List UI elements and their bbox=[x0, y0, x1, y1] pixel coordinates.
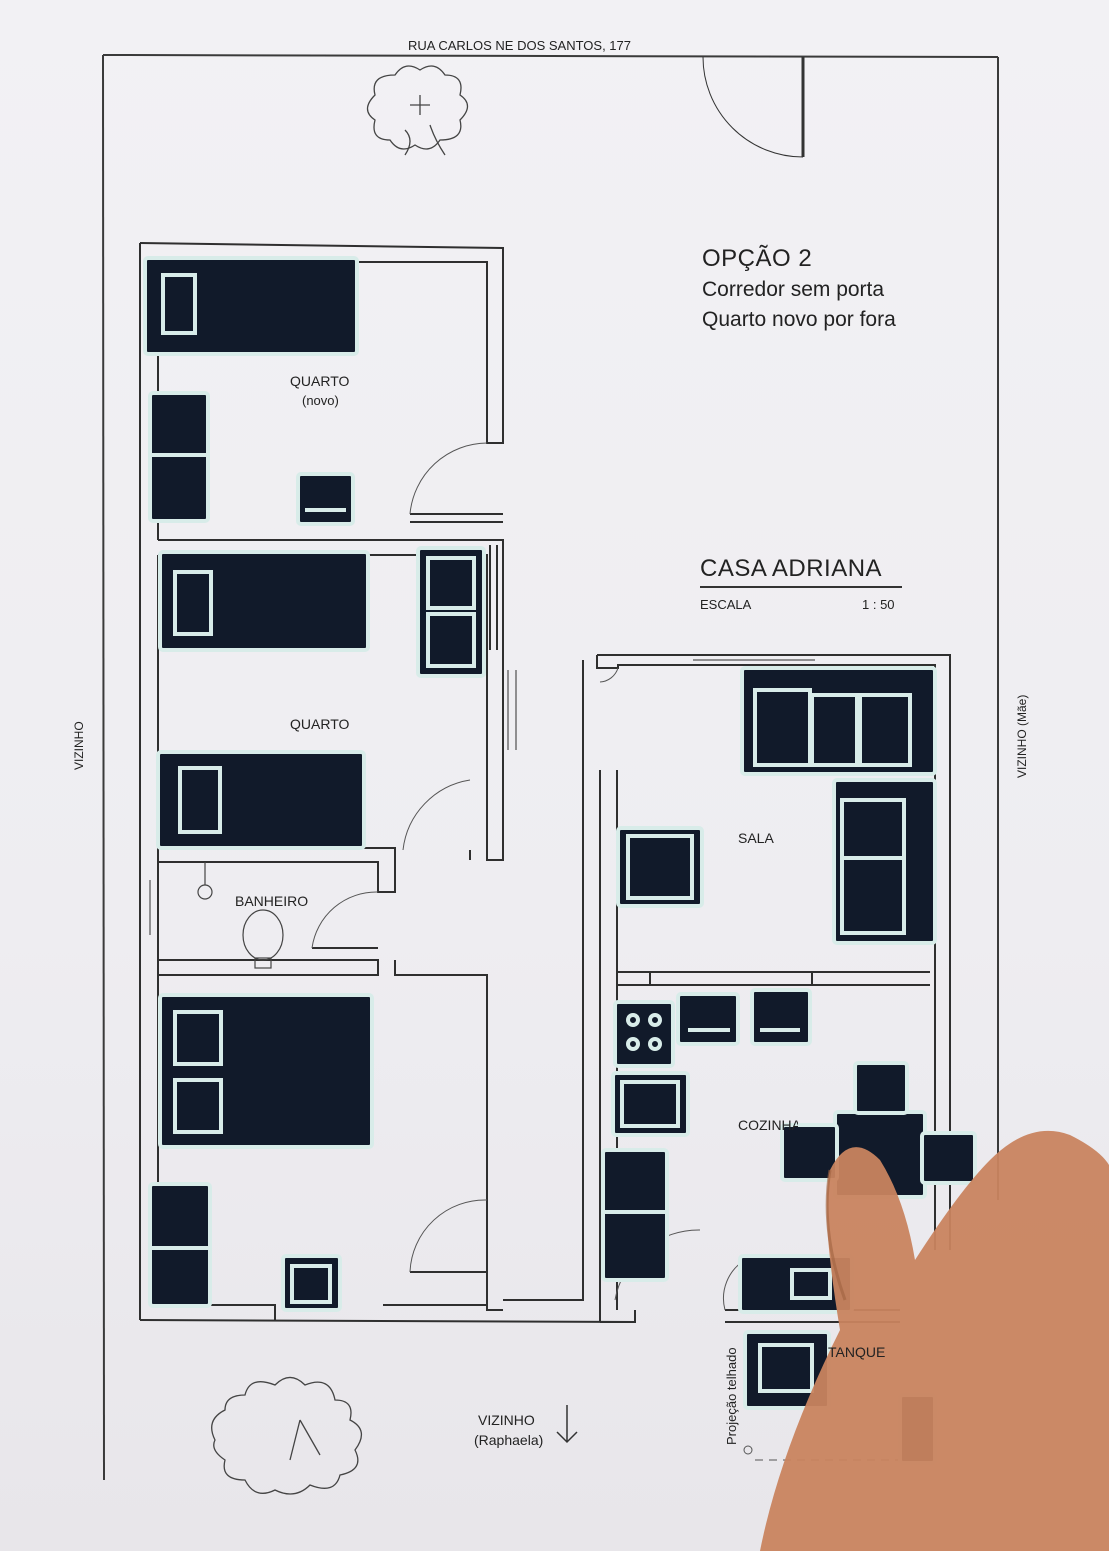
neighbor-bottom-detail: (Raphaela) bbox=[474, 1432, 544, 1448]
scale-value: 1 : 50 bbox=[862, 597, 895, 612]
kitchen-cabinet-2 bbox=[750, 988, 812, 1046]
stove bbox=[613, 1000, 675, 1068]
room-label-tanque: TANQUE bbox=[828, 1344, 886, 1360]
down-arrow-icon bbox=[556, 1405, 578, 1444]
bed-quarto-bottom bbox=[156, 750, 366, 850]
kitchen-cabinet-1 bbox=[676, 992, 740, 1046]
neighbor-bottom-name: VIZINHO bbox=[478, 1412, 535, 1428]
option-line-2: Quarto novo por fora bbox=[702, 308, 896, 331]
bed-new-room bbox=[143, 256, 359, 356]
room-label-cozinha: COZINHA bbox=[738, 1117, 798, 1133]
street-address: RUA CARLOS NE DOS SANTOS, 177 bbox=[408, 38, 631, 53]
armchair bbox=[616, 826, 704, 908]
front-gate bbox=[702, 56, 805, 158]
hand-photo-overlay bbox=[760, 1130, 1109, 1551]
room-label-sala: SALA bbox=[738, 830, 774, 846]
room-label-quarto-novo: QUARTO bbox=[290, 373, 350, 389]
cupboard bbox=[601, 1148, 669, 1282]
neighbor-left: VIZINHO bbox=[72, 721, 86, 770]
roof-projection-label: Projeção telhado bbox=[724, 1347, 739, 1445]
project-name: CASA ADRIANA bbox=[700, 555, 883, 582]
sofa-long bbox=[740, 666, 937, 776]
neighbor-right: VIZINHO (Mãe) bbox=[1015, 694, 1029, 778]
double-bed bbox=[158, 993, 374, 1149]
bed-quarto-top bbox=[158, 550, 370, 652]
tree-top bbox=[366, 65, 469, 156]
nightstand-master bbox=[281, 1254, 342, 1312]
lot-boundary bbox=[102, 54, 999, 1481]
sofa-side bbox=[832, 778, 937, 945]
room-label-quarto: QUARTO bbox=[290, 716, 350, 732]
bathroom-fixtures bbox=[197, 862, 284, 969]
option-title: OPÇÃO 2 bbox=[702, 245, 813, 272]
tree-bottom bbox=[211, 1376, 362, 1495]
fridge bbox=[611, 1071, 690, 1137]
nightstand-new-room bbox=[296, 472, 355, 526]
wardrobe-master bbox=[148, 1182, 212, 1308]
wardrobe-quarto bbox=[416, 546, 486, 678]
wardrobe-new-room bbox=[148, 391, 210, 523]
room-label-banheiro: BANHEIRO bbox=[235, 893, 309, 909]
room-note-novo: (novo) bbox=[302, 393, 339, 408]
scale-label: ESCALA bbox=[700, 597, 752, 612]
option-line-1: Corredor sem porta bbox=[702, 278, 885, 301]
